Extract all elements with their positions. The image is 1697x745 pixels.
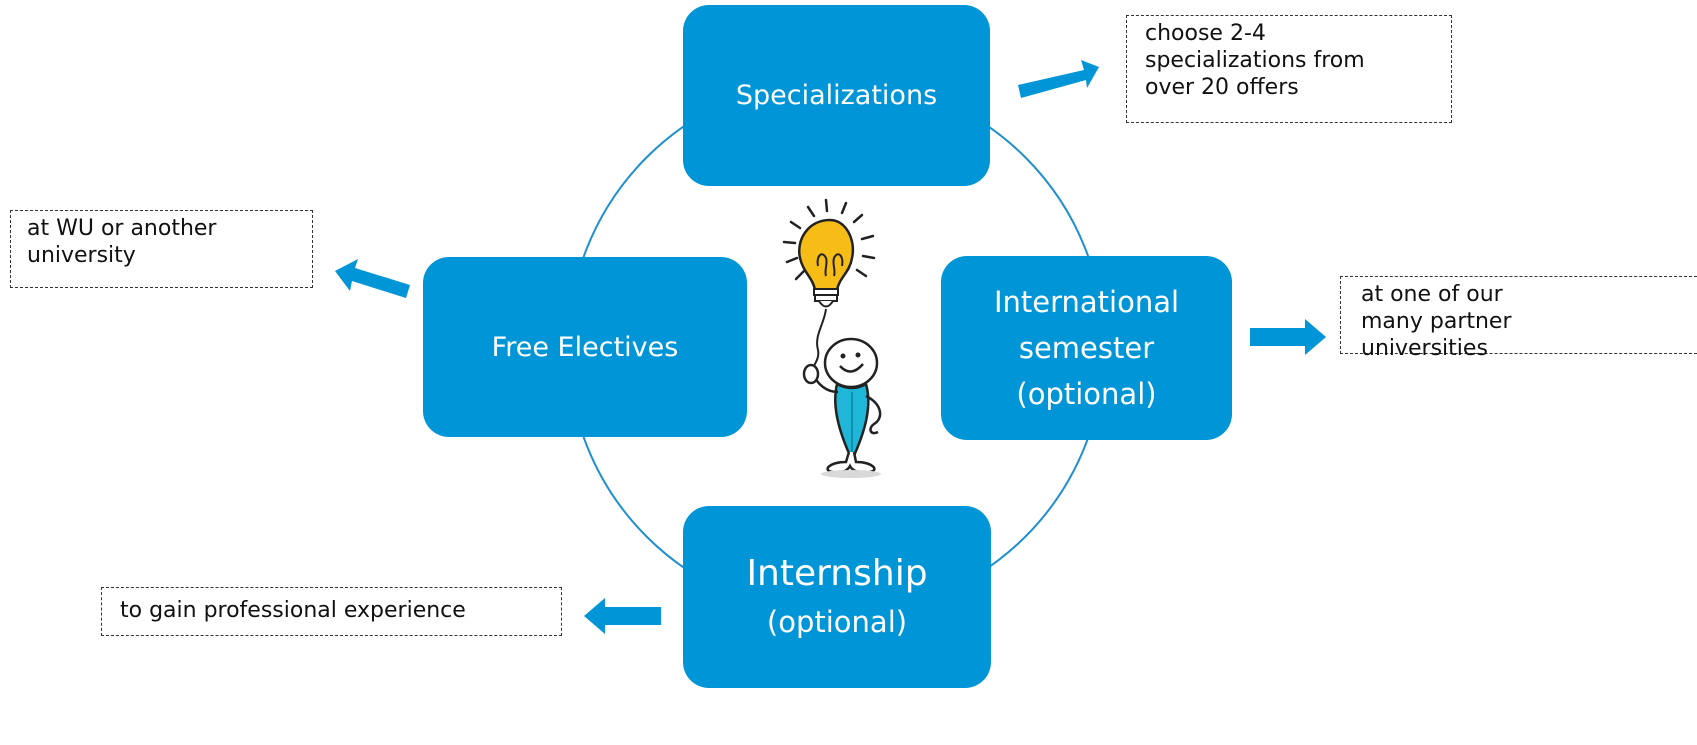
internship-note: to gain professional experience — [101, 587, 562, 636]
free-electives-note-line2: university — [27, 243, 136, 268]
specializations-label: Specializations — [735, 80, 938, 111]
international-label-line2: semester — [1018, 331, 1155, 365]
international-note-line2: many partner — [1361, 309, 1512, 334]
international-note-line1: at one of our — [1361, 282, 1503, 307]
international-semester-box: International semester (optional) — [941, 256, 1232, 440]
internship-label: Internship — [746, 553, 928, 594]
internship-optional-label: (optional) — [766, 605, 908, 639]
specializations-box: Specializations — [683, 5, 990, 186]
internship-box: Internship (optional) — [683, 506, 991, 688]
internship-note-line1: to gain professional experience — [120, 598, 466, 623]
free-electives-note: at WU or another university — [10, 210, 313, 288]
arrow-to-international-note — [1250, 319, 1326, 355]
free-electives-label: Free Electives — [491, 331, 679, 363]
international-note-line3: universities — [1361, 336, 1488, 361]
free-electives-box: Free Electives — [423, 257, 747, 437]
specializations-note-line3: over 20 offers — [1145, 75, 1299, 100]
arrow-to-free-electives-note — [335, 259, 410, 298]
specializations-note: choose 2-4 specializations from over 20 … — [1126, 15, 1452, 123]
stick-figure-holding-lightbulb-icon — [782, 198, 882, 478]
international-label-line1: International — [993, 285, 1180, 319]
international-note: at one of our many partner universities — [1340, 276, 1697, 361]
specializations-note-line1: choose 2-4 — [1145, 21, 1266, 46]
specializations-note-line2: specializations from — [1145, 48, 1365, 73]
arrow-to-internship-note — [584, 598, 661, 634]
international-label-line3: (optional) — [1016, 377, 1157, 411]
free-electives-note-line1: at WU or another — [27, 216, 217, 241]
arrow-to-specializations-note — [1018, 60, 1099, 98]
